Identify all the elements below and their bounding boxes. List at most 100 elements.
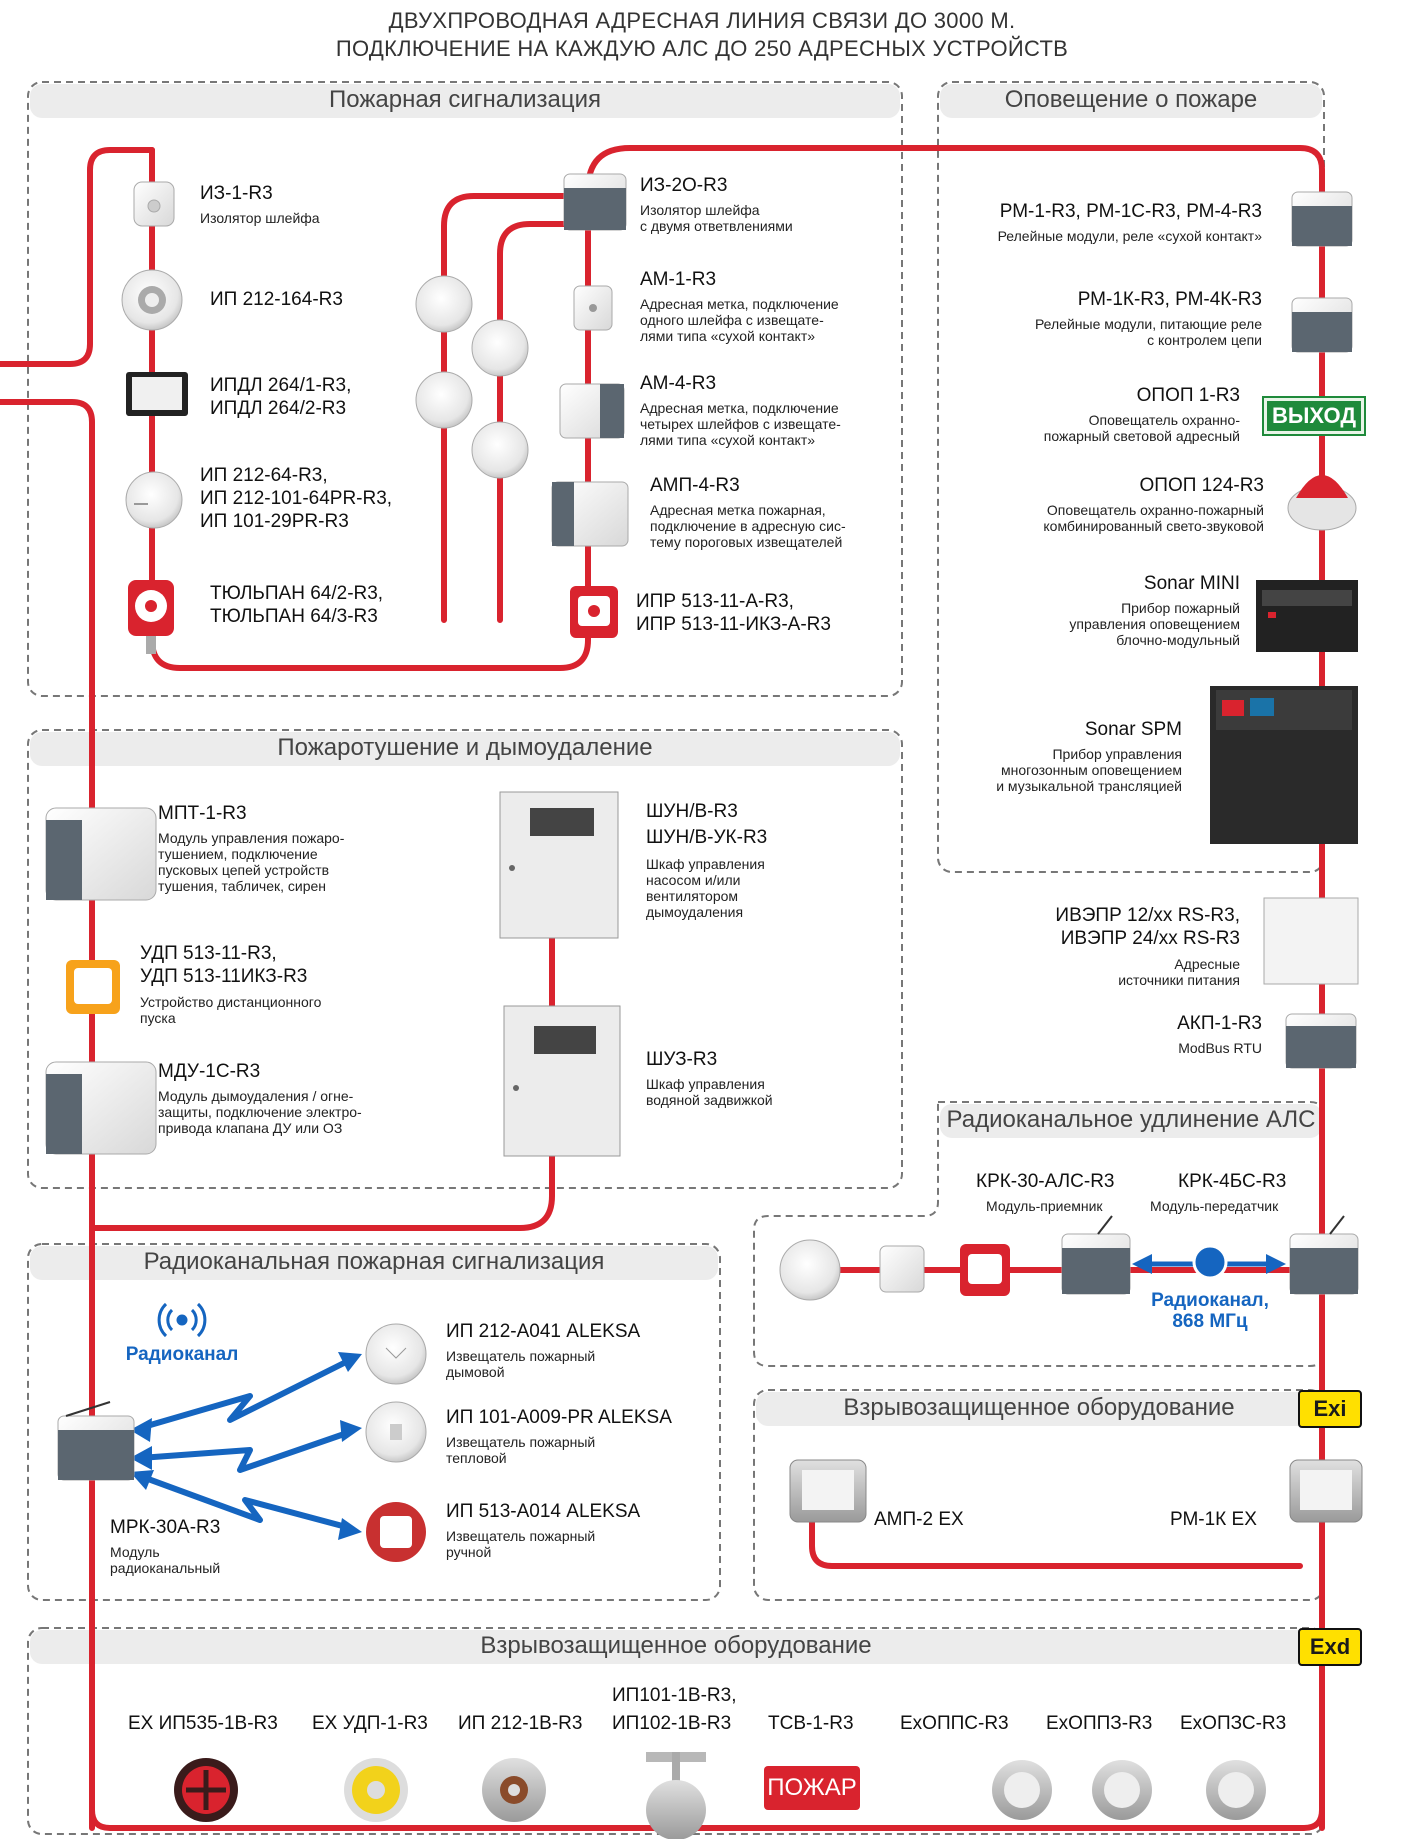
device-krk4: [1289, 1215, 1359, 1295]
label-aleksa1: ИП 212-А041 ALEKSA: [446, 1321, 641, 1342]
desc-akp: ModBus RTU: [1178, 1040, 1262, 1056]
label-aleksa3: ИП 513-А014 ALEKSA: [446, 1501, 641, 1522]
device-krk30: [1061, 1215, 1131, 1295]
desc-am1-3: лями типа «сухой контакт»: [640, 328, 816, 344]
desc-am1-1: Адресная метка, подключение: [640, 296, 839, 312]
exd-item-5: ИП102-1В-R3: [612, 1713, 732, 1734]
desc-iz2o-2: с двумя ответвлениями: [640, 218, 793, 234]
radio-arrows: [138, 1357, 352, 1531]
label-sonar-spm: Sonar SPM: [1084, 719, 1182, 740]
section-title-notification: Оповещение о пожаре: [1004, 86, 1258, 113]
device-am1: [573, 285, 613, 331]
label-iz1: ИЗ-1-R3: [200, 183, 273, 204]
radio-wave-icon: [157, 1302, 207, 1338]
desc-amp4-2: подключение в адресную сис-: [650, 518, 846, 534]
device-udp: [66, 960, 120, 1014]
device-ext-detector: [779, 1239, 841, 1301]
desc-sonar-mini-1: Прибор пожарный: [1121, 600, 1240, 616]
frame-radio-ext: [753, 1101, 1325, 1367]
desc-am1-2: одного шлейфа с извещате-: [640, 312, 824, 328]
desc-sonar-mini-2: управления оповещением: [1069, 616, 1240, 632]
device-rm1k: [1291, 297, 1353, 353]
device-ip212-164: [121, 269, 183, 331]
desc-am4-2: четырех шлейфов с извещате-: [640, 416, 841, 432]
label-ipr-2: ИПР 513-11-ИКЗ-А-R3: [636, 614, 831, 635]
desc-mrk-2: радиоканальный: [110, 1560, 221, 1576]
header-line1: ДВУХПРОВОДНАЯ АДРЕСНАЯ ЛИНИЯ СВЯЗИ ДО 30…: [388, 8, 1016, 33]
desc-udp-1: Устройство дистанционного: [140, 994, 322, 1010]
desc-mpt-3: пусковых цепей устройств: [158, 862, 330, 878]
desc-opop124-1: Оповещатель охранно-пожарный: [1046, 502, 1264, 518]
desc-iz2o-1: Изолятор шлейфа: [640, 202, 760, 218]
label-opop124: ОПОП 124-R3: [1139, 475, 1264, 496]
exd-devices: [174, 1752, 1266, 1839]
label-udp-2: УДП 513-11ИКЗ-R3: [140, 966, 308, 987]
desc-opop1-1: Оповещатель охранно-: [1088, 412, 1240, 428]
device-aleksa1: [365, 1323, 427, 1385]
badge-exi: Exi: [1298, 1390, 1362, 1428]
device-shun: [499, 791, 619, 939]
frame-radio-alarm: [27, 1243, 721, 1601]
desc-aleksa3-2: ручной: [446, 1544, 492, 1560]
device-ivepr: [1263, 897, 1359, 985]
device-amp2-ex: [789, 1459, 867, 1523]
device-rm1k-ex: [1289, 1459, 1363, 1523]
desc-ivepr-1: Адресные: [1174, 956, 1240, 972]
desc-sonar-spm-1: Прибор управления: [1052, 746, 1182, 762]
desc-mpt-1: Модуль управления пожаро-: [158, 830, 345, 846]
vyhod-sign: ВЫХОД: [1264, 398, 1364, 434]
device-mrk: [57, 1401, 135, 1481]
radio-channel-label-2: 868 МГц: [1172, 1311, 1248, 1332]
label-shuz: ШУЗ-R3: [646, 1049, 718, 1070]
desc-mdu-2: защиты, подключение электро-: [158, 1104, 362, 1120]
device-sonar-spm: [1210, 686, 1358, 844]
device-tulpan: [128, 580, 174, 654]
label-rm1k: РМ-1К-R3, РМ-4К-R3: [1077, 289, 1262, 310]
section-title-exi: Взрывозащищенное оборудование: [843, 1394, 1235, 1421]
section-title-radio-alarm: Радиоканальная пожарная сигнализация: [143, 1248, 605, 1275]
desc-mdu-1: Модуль дымоудаления / огне-: [158, 1088, 354, 1104]
label-tulpan-2: ТЮЛЬПАН 64/3-R3: [210, 606, 378, 627]
exd-item-8: ЕхОППЗ-R3: [1046, 1713, 1153, 1734]
desc-mdu-3: привода клапана ДУ или ОЗ: [158, 1120, 343, 1136]
detector-cluster: [415, 275, 529, 479]
exd-item-1: ЕХ ИП535-1В-R3: [128, 1713, 278, 1734]
radio-label: Радиоканал: [125, 1344, 239, 1365]
device-iz1: [133, 181, 175, 227]
exd-item-6: ТСВ-1-R3: [768, 1713, 854, 1734]
radio-channel-label-1: Радиоканал,: [1151, 1290, 1269, 1311]
section-title-extinguishing: Пожаротушение и дымоудаление: [277, 734, 653, 761]
label-krk4: КРК-4БС-R3: [1178, 1171, 1287, 1192]
exd-item-7: ЕхОППС-R3: [900, 1713, 1009, 1734]
label-am4: АМ-4-R3: [640, 373, 717, 394]
desc-aleksa2-2: тепловой: [446, 1450, 507, 1466]
device-mpt: [45, 807, 157, 901]
label-iz2o: ИЗ-2О-R3: [640, 175, 728, 196]
desc-sonar-spm-3: и музыкальной трансляцией: [996, 778, 1182, 794]
label-aleksa2: ИП 101-А009-PR ALEKSA: [446, 1407, 672, 1428]
header-line2: ПОДКЛЮЧЕНИЕ НА КАЖДУЮ АЛС ДО 250 АДРЕСНЫ…: [335, 36, 1069, 61]
label-akp: АКП-1-R3: [1177, 1013, 1262, 1034]
exd-item-2: ЕХ УДП-1-R3: [312, 1713, 428, 1734]
device-ipdl: [126, 372, 188, 416]
label-ipr-1: ИПР 513-11-А-R3,: [636, 591, 794, 612]
label-ip212-164: ИП 212-164-R3: [210, 289, 343, 310]
desc-shun-2: насосом и/или: [646, 872, 741, 888]
device-ip212-64: [125, 471, 183, 529]
desc-am4-3: лями типа «сухой контакт»: [640, 432, 816, 448]
desc-mpt-4: тушения, табличек, сирен: [158, 878, 327, 894]
device-mdu: [45, 1061, 157, 1155]
desc-shun-4: дымоудаления: [646, 904, 744, 920]
section-title-bars: [30, 84, 1322, 1664]
device-aleksa2: [365, 1401, 427, 1463]
section-title-fire-alarm: Пожарная сигнализация: [328, 86, 601, 113]
label-mrk: МРК-30А-R3: [110, 1517, 221, 1538]
label-amp4: АМП-4-R3: [650, 475, 740, 496]
frame-exd: [27, 1627, 1325, 1835]
section-title-exd: Взрывозащищенное оборудование: [480, 1632, 872, 1659]
label-ipdl-2: ИПДЛ 264/2-R3: [210, 398, 347, 419]
desc-shuz-2: водяной задвижкой: [646, 1092, 773, 1108]
device-sonar-mini: [1256, 580, 1358, 652]
desc-krk30: Модуль-приемник: [986, 1198, 1103, 1214]
